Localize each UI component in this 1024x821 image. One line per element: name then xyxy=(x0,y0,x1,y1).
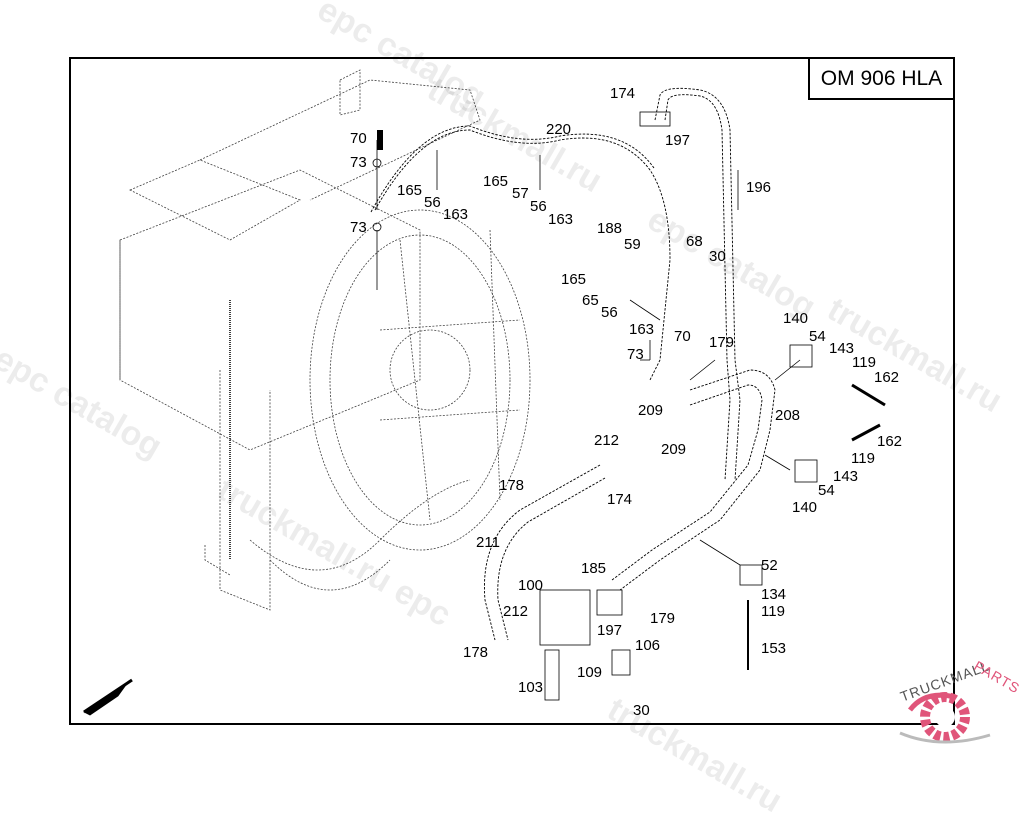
pipe-196 xyxy=(654,87,741,481)
callout-label[interactable]: 163 xyxy=(629,321,655,338)
callout-label[interactable]: 109 xyxy=(577,664,603,681)
callout-label[interactable]: 208 xyxy=(775,407,801,424)
callout-label[interactable]: 57 xyxy=(512,185,529,202)
callout-label[interactable]: 30 xyxy=(709,248,726,265)
callout-label[interactable]: 153 xyxy=(761,640,787,657)
callout-label[interactable]: 188 xyxy=(597,220,623,237)
callout-label[interactable]: 209 xyxy=(638,402,664,419)
callout-label[interactable]: 197 xyxy=(665,132,691,149)
callout-label[interactable]: 73 xyxy=(627,346,644,363)
truckmall-parts-logo: TRUCKMALL PARTS xyxy=(880,655,1024,750)
callout-label[interactable]: 178 xyxy=(499,477,525,494)
callout-label[interactable]: 70 xyxy=(350,130,367,147)
callout-label[interactable]: 119 xyxy=(852,354,876,371)
callout-label[interactable]: 179 xyxy=(650,610,676,627)
callout-label[interactable]: 70 xyxy=(674,328,691,345)
callout-label[interactable]: 143 xyxy=(833,468,859,485)
callout-label[interactable]: 30 xyxy=(633,702,650,719)
diagram-frame xyxy=(69,57,955,725)
pipe-211 xyxy=(484,464,601,641)
callout-label[interactable]: 220 xyxy=(546,121,572,138)
callout-label[interactable]: 197 xyxy=(597,622,623,639)
callout-label[interactable]: 143 xyxy=(829,340,855,357)
callout-label[interactable]: 54 xyxy=(818,482,835,499)
callout-label[interactable]: 209 xyxy=(661,441,687,458)
cover-106 xyxy=(611,649,631,676)
swoosh-icon xyxy=(899,731,991,744)
callout-label[interactable]: 165 xyxy=(561,271,587,288)
callout-label[interactable]: 134 xyxy=(761,586,787,603)
callout-label[interactable]: 162 xyxy=(877,433,903,450)
callout-label[interactable]: 56 xyxy=(530,198,547,215)
flange-174 xyxy=(639,111,671,127)
callout-label[interactable]: 212 xyxy=(594,432,620,449)
callout-label[interactable]: 165 xyxy=(483,173,509,190)
callout-label[interactable]: 163 xyxy=(548,211,574,228)
valve-103 xyxy=(544,649,560,701)
gear-icon xyxy=(920,692,970,742)
callout-label[interactable]: 52 xyxy=(761,557,778,574)
callout-label[interactable]: 56 xyxy=(601,304,618,321)
callout-label[interactable]: 59 xyxy=(624,236,641,253)
callout-label[interactable]: 178 xyxy=(463,644,489,661)
callout-label[interactable]: 163 xyxy=(443,206,469,223)
engine-model-title: OM 906 HLA xyxy=(808,57,955,100)
callout-label[interactable]: 119 xyxy=(761,603,785,620)
swoosh-accent-icon xyxy=(908,692,956,712)
flange-197 xyxy=(596,589,623,616)
callout-label[interactable]: 212 xyxy=(503,603,529,620)
clamp-54-upper xyxy=(789,344,813,368)
upper-bracket xyxy=(199,79,481,201)
callout-label[interactable]: 185 xyxy=(581,560,607,577)
radiator-side xyxy=(219,370,271,611)
callout-label[interactable]: 106 xyxy=(635,637,661,654)
arrow-shaft xyxy=(83,678,133,714)
callout-label[interactable]: 165 xyxy=(397,182,423,199)
pipe-220 xyxy=(374,129,671,381)
callout-label[interactable]: 73 xyxy=(350,154,367,171)
callout-label[interactable]: 56 xyxy=(424,194,441,211)
engine-block xyxy=(119,169,421,451)
clamp-54-lower xyxy=(794,459,818,483)
callout-label[interactable]: 100 xyxy=(518,577,544,594)
pipe-208 xyxy=(619,369,776,591)
bolt-162-upper xyxy=(851,383,886,407)
callout-label[interactable]: 196 xyxy=(746,179,772,196)
callout-label[interactable]: 54 xyxy=(809,328,826,345)
callout-label[interactable]: 119 xyxy=(851,450,875,467)
callout-label[interactable]: 65 xyxy=(582,292,599,309)
callout-label[interactable]: 140 xyxy=(792,499,818,516)
fan-hub xyxy=(389,329,471,411)
block-100 xyxy=(539,589,591,646)
callout-label[interactable]: 68 xyxy=(686,233,703,250)
callout-label[interactable]: 103 xyxy=(518,679,544,696)
callout-label[interactable]: 162 xyxy=(874,369,900,386)
callout-label[interactable]: 211 xyxy=(476,534,500,551)
fan-shroud xyxy=(309,209,531,551)
bolt-162-lower xyxy=(851,423,881,442)
callout-label[interactable]: 73 xyxy=(350,219,367,236)
callout-label[interactable]: 174 xyxy=(607,491,633,508)
callout-label[interactable]: 179 xyxy=(709,334,735,351)
title-text: OM 906 HLA xyxy=(820,66,943,90)
callout-label[interactable]: 140 xyxy=(783,310,809,327)
clamp-52 xyxy=(739,564,763,586)
callout-label[interactable]: 174 xyxy=(610,85,636,102)
parts-drawing xyxy=(83,69,886,716)
